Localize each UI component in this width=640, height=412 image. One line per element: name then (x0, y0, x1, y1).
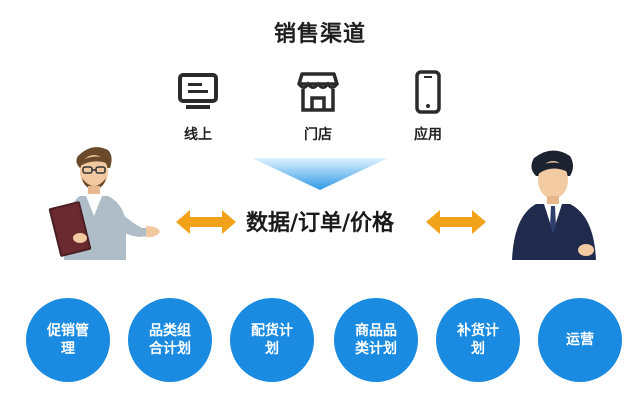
channel-online: 线上 (158, 70, 238, 144)
channel-label: 门店 (304, 127, 332, 143)
channel-store: 门店 (278, 70, 358, 144)
smartphone-icon (415, 70, 441, 114)
channel-app: 应用 (388, 70, 468, 144)
right-double-arrow-icon (426, 210, 486, 234)
capability-label: 促销管理 (47, 323, 89, 357)
capability-label: 补货计划 (457, 323, 499, 357)
capability-promotion-management: 促销管理 (26, 298, 110, 382)
center-label: 数据/订单/价格 (245, 211, 395, 236)
capability-category-assortment-plan: 品类组合计划 (128, 298, 212, 382)
channel-label: 线上 (184, 127, 212, 143)
capability-operations: 运营 (538, 298, 622, 382)
capability-label: 运营 (566, 332, 594, 348)
capability-label: 品类组合计划 (149, 323, 191, 357)
customer-illustration (48, 147, 160, 260)
capability-allocation-plan: 配货计划 (230, 298, 314, 382)
capability-merchandise-category-plan: 商品品类计划 (334, 298, 418, 382)
diagram-title: 销售渠道 (273, 22, 366, 47)
capability-label: 商品品类计划 (355, 323, 397, 357)
capability-replenishment-plan: 补货计划 (436, 298, 520, 382)
monitor-icon (178, 73, 218, 109)
channel-label: 应用 (414, 127, 442, 143)
store-icon (297, 72, 339, 112)
manager-illustration (512, 150, 596, 260)
left-double-arrow-icon (176, 210, 236, 234)
capability-label: 配货计划 (251, 323, 293, 357)
funnel-triangle (252, 158, 388, 190)
